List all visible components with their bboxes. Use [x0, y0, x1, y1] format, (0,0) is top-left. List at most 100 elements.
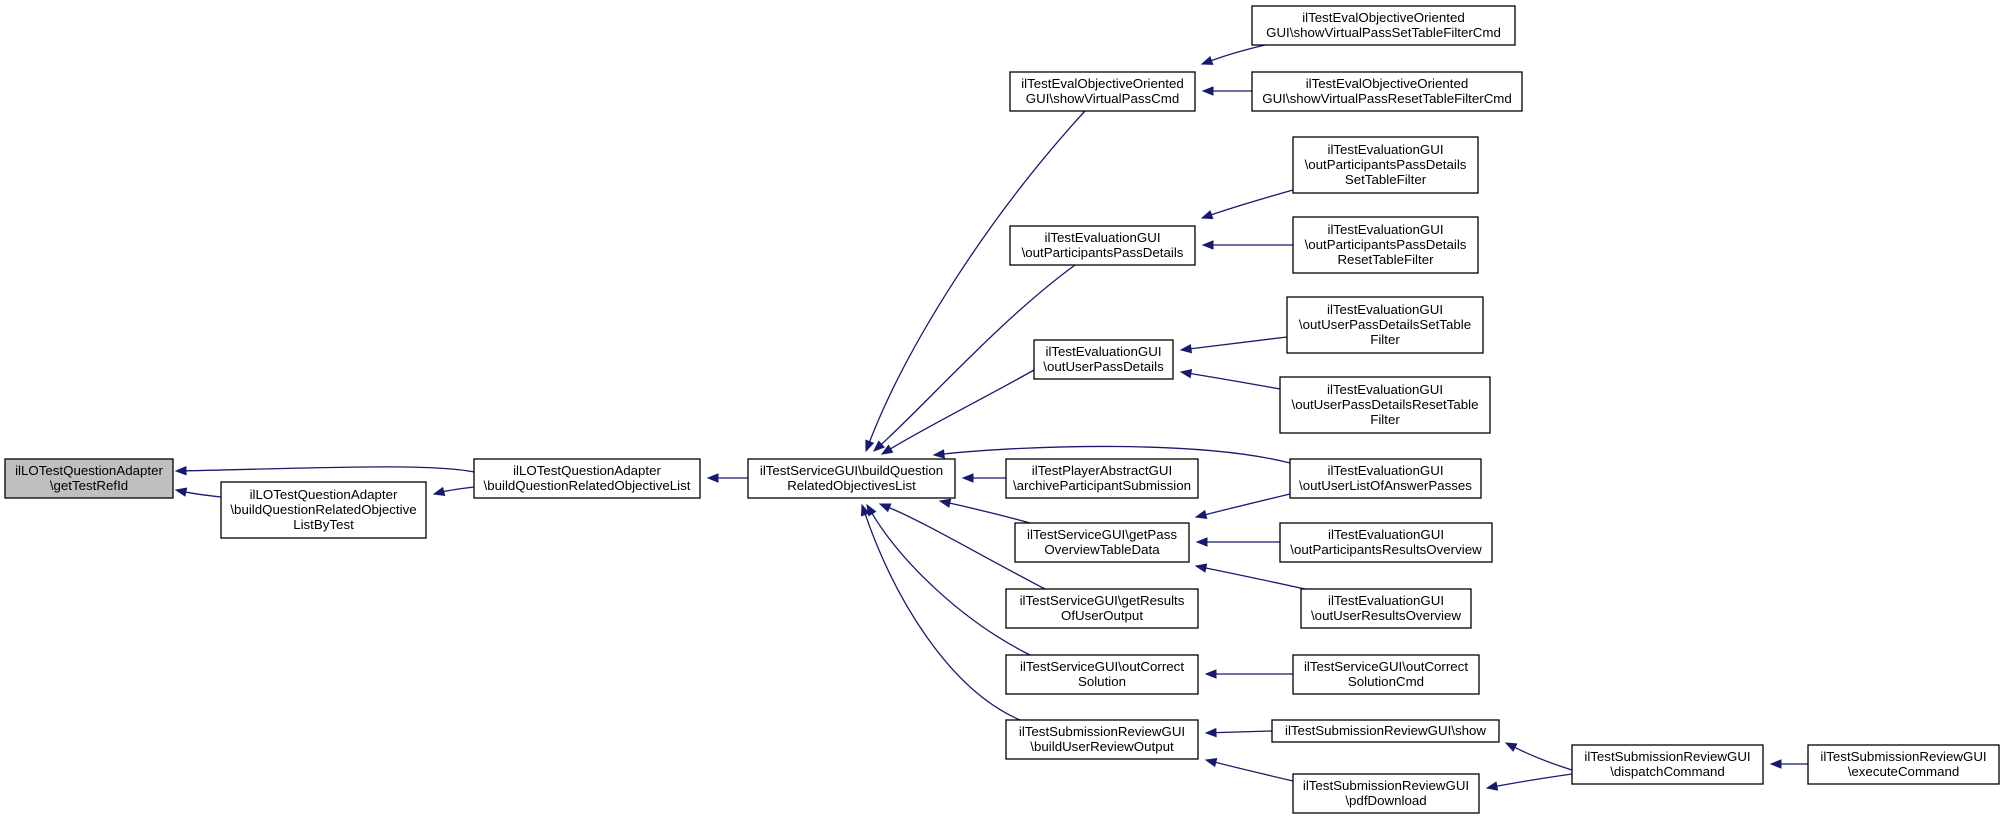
node-label-line: ilTestSubmissionReviewGUI: [1820, 749, 1986, 764]
node-label-line: ilTestServiceGUI\outCorrect: [1020, 659, 1184, 674]
node-label-line: ilLOTestQuestionAdapter: [15, 463, 163, 478]
edge-reviewShow-to-buildUserReviewOutput: [1215, 730, 1273, 734]
node-label-line: ilTestEvalObjectiveOriented: [1306, 76, 1469, 91]
node-box[interactable]: [1289, 458, 1482, 499]
node-label-line: Filter: [1370, 412, 1400, 427]
node-box[interactable]: [1005, 588, 1199, 629]
node-buildQRObjListByTest[interactable]: ilLOTestQuestionAdapter\buildQuestionRel…: [220, 481, 427, 539]
node-box[interactable]: [473, 458, 701, 499]
node-box[interactable]: [1279, 376, 1491, 434]
arrowhead-outPartPassDetails: [1200, 210, 1214, 220]
edge-pdfDownload-to-buildUserReviewOutput: [1215, 761, 1294, 782]
node-box[interactable]: [1292, 654, 1480, 695]
node-box[interactable]: [1292, 216, 1479, 274]
node-label-line: ilTestEvaluationGUI: [1327, 382, 1443, 397]
edge-outUserPassDetailsSet-to-outUserPassDetails: [1190, 336, 1288, 350]
node-archivePartSub[interactable]: ilTestPlayerAbstractGUI\archiveParticipa…: [1005, 458, 1199, 499]
arrowhead-pdfDownload: [1485, 781, 1499, 791]
node-showVirtualPassCmd[interactable]: ilTestEvalObjectiveOrientedGUI\showVirtu…: [1009, 71, 1196, 112]
node-label-line: Filter: [1370, 332, 1400, 347]
node-label-line: GUI\showVirtualPassSetTableFilterCmd: [1266, 25, 1501, 40]
node-label-line: \outUserPassDetails: [1043, 359, 1164, 374]
node-box[interactable]: [1033, 339, 1174, 380]
node-box[interactable]: [1005, 654, 1199, 695]
node-label-line: RelatedObjectivesList: [787, 478, 916, 493]
edge-outUserResultsOverview-to-getPassOverview: [1205, 567, 1306, 590]
node-outUserResultsOverview[interactable]: ilTestEvaluationGUI\outUserResultsOvervi…: [1300, 588, 1472, 629]
node-buildUserReviewOutput[interactable]: ilTestSubmissionReviewGUI\buildUserRevie…: [1005, 719, 1199, 760]
node-label-line: \outParticipantsPassDetails: [1305, 157, 1467, 172]
node-label-line: SolutionCmd: [1348, 674, 1424, 689]
arrowhead-showVirtualPassCmd: [1200, 55, 1214, 65]
node-box[interactable]: [1009, 71, 1196, 112]
node-box[interactable]: [1005, 458, 1199, 499]
node-outPartPassDetailsSet[interactable]: ilTestEvaluationGUI\outParticipantsPassD…: [1292, 136, 1479, 194]
node-outPartResultsOverview[interactable]: ilTestEvaluationGUI\outParticipantsResul…: [1279, 522, 1493, 563]
arrowhead-getPassOverview: [1194, 563, 1208, 573]
node-box[interactable]: [1005, 719, 1199, 760]
node-label-line: \outUserListOfAnswerPasses: [1299, 478, 1472, 493]
node-outUserPassDetailsReset[interactable]: ilTestEvaluationGUI\outUserPassDetailsRe…: [1279, 376, 1491, 434]
node-label-line: ListByTest: [293, 517, 354, 532]
arrowhead-svcBuildQRObjList: [961, 473, 974, 483]
node-box[interactable]: [1009, 225, 1196, 266]
node-box[interactable]: [1251, 71, 1523, 112]
node-outUserPassDetailsSet[interactable]: ilTestEvaluationGUI\outUserPassDetailsSe…: [1286, 296, 1484, 354]
node-buildQRObjList[interactable]: ilLOTestQuestionAdapter\buildQuestionRel…: [473, 458, 701, 499]
node-label-line: \buildUserReviewOutput: [1030, 739, 1174, 754]
node-label-line: \outParticipantsResultsOverview: [1290, 542, 1482, 557]
edge-buildQRObjListByTest-to-getTestRefId: [185, 491, 222, 498]
node-outPartPassDetails[interactable]: ilTestEvaluationGUI\outParticipantsPassD…: [1009, 225, 1196, 266]
node-outUserListAnswerPasses[interactable]: ilTestEvaluationGUI\outUserListOfAnswerP…: [1289, 458, 1482, 499]
node-outUserPassDetails[interactable]: ilTestEvaluationGUI\outUserPassDetails: [1033, 339, 1174, 380]
node-box[interactable]: [1014, 522, 1190, 563]
node-label-line: SetTableFilter: [1345, 172, 1427, 187]
arrowhead-outPartPassDetails: [1201, 240, 1214, 250]
node-box[interactable]: [1807, 744, 2000, 785]
node-box[interactable]: [747, 458, 956, 499]
node-label-line: ilTestSubmissionReviewGUI\show: [1285, 723, 1486, 738]
arrowhead-buildQRObjListByTest: [432, 486, 446, 497]
node-box[interactable]: [1286, 296, 1484, 354]
edge-outPartPassDetails-to-svcBuildQRObjList: [880, 264, 1076, 445]
node-box[interactable]: [1571, 744, 1764, 785]
node-box[interactable]: [1279, 522, 1493, 563]
arrowhead-dispatchCommand: [1769, 759, 1782, 769]
node-label-line: ilTestPlayerAbstractGUI: [1032, 463, 1172, 478]
edge-outUserListAnswerPasses-to-getPassOverview: [1205, 493, 1291, 516]
node-box[interactable]: [1271, 719, 1500, 743]
node-box[interactable]: [1251, 5, 1516, 46]
node-box[interactable]: [1300, 588, 1472, 629]
node-label-line: ResetTableFilter: [1337, 252, 1434, 267]
node-reviewShow[interactable]: ilTestSubmissionReviewGUI\show: [1271, 719, 1500, 743]
node-pdfDownload[interactable]: ilTestSubmissionReviewGUI\pdfDownload: [1292, 773, 1480, 814]
node-label-line: \outUserPassDetailsResetTable: [1292, 397, 1479, 412]
node-label-line: ilTestEvaluationGUI: [1328, 527, 1444, 542]
node-box[interactable]: [220, 481, 427, 539]
node-label-line: Solution: [1078, 674, 1126, 689]
node-dispatchCommand[interactable]: ilTestSubmissionReviewGUI\dispatchComman…: [1571, 744, 1764, 785]
node-box[interactable]: [4, 458, 174, 499]
node-label-line: ilTestServiceGUI\outCorrect: [1304, 659, 1468, 674]
arrowhead-svcBuildQRObjList: [865, 439, 875, 453]
edge-outUserListAnswerPasses-to-svcBuildQRObjList: [943, 445, 1291, 464]
nodes-layer: ilLOTestQuestionAdapter\getTestRefIdilLO…: [4, 5, 2000, 814]
node-label-line: \pdfDownload: [1345, 793, 1426, 808]
node-svcBuildQRObjList[interactable]: ilTestServiceGUI\buildQuestionRelatedObj…: [747, 458, 956, 499]
node-box[interactable]: [1292, 136, 1479, 194]
arrowhead-buildUserReviewOutput: [1204, 757, 1218, 768]
node-executeCommand[interactable]: ilTestSubmissionReviewGUI\executeCommand: [1807, 744, 2000, 785]
node-showVPSetFilter[interactable]: ilTestEvalObjectiveOrientedGUI\showVirtu…: [1251, 5, 1516, 46]
node-getPassOverview[interactable]: ilTestServiceGUI\getPassOverviewTableDat…: [1014, 522, 1190, 563]
arrowhead-svcBuildQRObjList: [880, 444, 894, 455]
node-showVPResetFilter[interactable]: ilTestEvalObjectiveOrientedGUI\showVirtu…: [1251, 71, 1523, 112]
edge-dispatchCommand-to-reviewShow: [1514, 746, 1573, 771]
node-label-line: GUI\showVirtualPassResetTableFilterCmd: [1262, 91, 1512, 106]
node-getTestRefId[interactable]: ilLOTestQuestionAdapter\getTestRefId: [4, 458, 174, 499]
node-box[interactable]: [1292, 773, 1480, 814]
node-outPartPassDetailsReset[interactable]: ilTestEvaluationGUI\outParticipantsPassD…: [1292, 216, 1479, 274]
